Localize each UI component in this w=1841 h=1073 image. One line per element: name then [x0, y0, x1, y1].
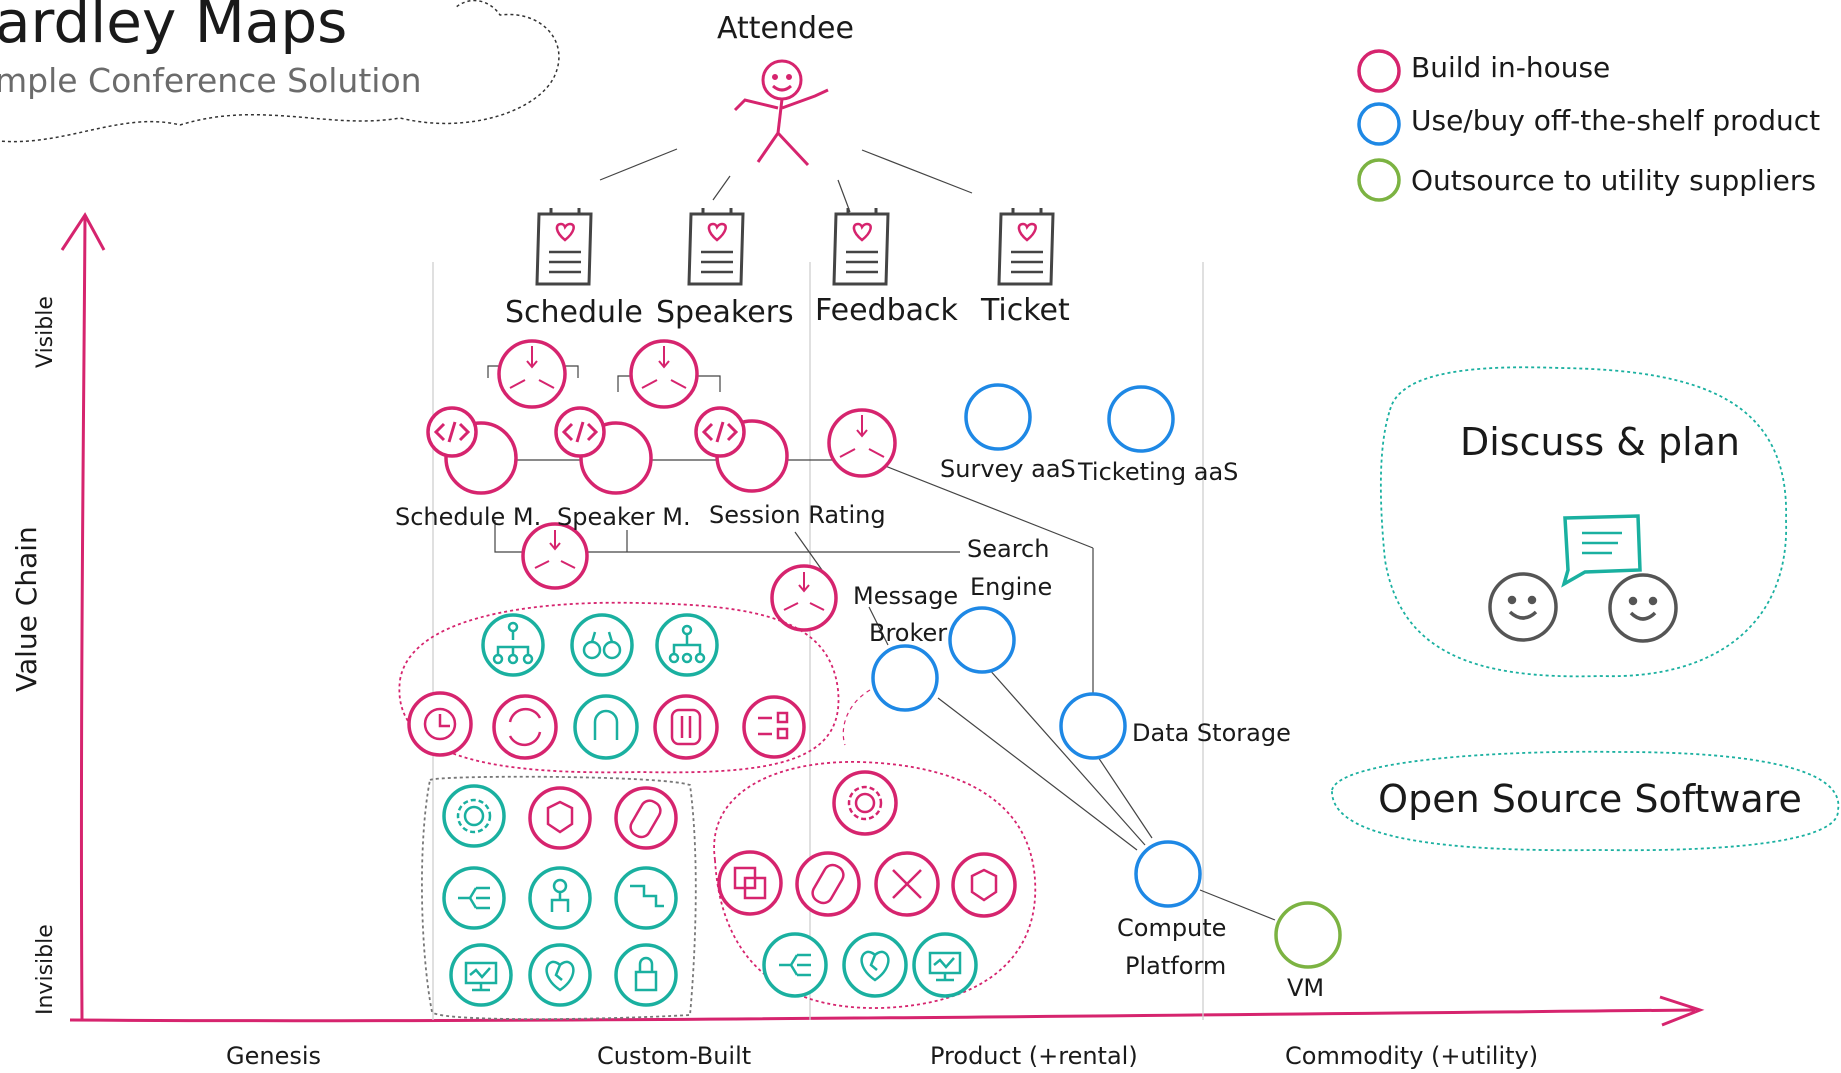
- smiley-icon-2: [1608, 573, 1678, 643]
- attendee-icon: [733, 59, 829, 167]
- product-icons: [717, 770, 1017, 998]
- gateway-node: [521, 522, 589, 590]
- broken-heart-icon-2: [842, 932, 908, 998]
- compute-platform-node: [1134, 840, 1202, 908]
- search-engine-label-1: Search: [967, 535, 1049, 563]
- x-axis: [69, 995, 1705, 1027]
- survey-aas-label: Survey aaS: [940, 455, 1076, 483]
- refresh-icon: [492, 694, 558, 760]
- message-broker-gateway-node: [770, 564, 838, 632]
- legend-outsource-label: Outsource to utility suppliers: [1411, 164, 1816, 197]
- gear-icon-2: [832, 770, 898, 836]
- schedule-m-label: Schedule M.: [395, 503, 541, 531]
- build-in-house-components: [426, 339, 897, 632]
- search-engine-node: [948, 606, 1016, 674]
- legend-build-swatch: [1357, 49, 1401, 93]
- x-stage-commodity: Commodity (+utility): [1285, 1042, 1538, 1070]
- speaker-api-node: [629, 339, 699, 409]
- data-storage-node: [1059, 692, 1127, 760]
- message-broker-node: [871, 644, 939, 712]
- search-engine-label-2: Engine: [970, 573, 1052, 601]
- custom-grey-glyphs: [456, 798, 664, 992]
- page-subtitle: mple Conference Solution: [0, 61, 422, 100]
- off-the-shelf-components: [871, 383, 1202, 908]
- need-feedback-label: Feedback: [815, 293, 958, 328]
- legend-build-label: Build in-house: [1411, 51, 1610, 84]
- dependency-lines: [487, 148, 1276, 921]
- speakers-doc-icon: [687, 208, 745, 286]
- survey-aas-node: [964, 383, 1032, 451]
- need-schedule-label: Schedule: [505, 295, 643, 330]
- vm-label: VM: [1287, 974, 1324, 1002]
- legend-buy-swatch: [1357, 102, 1401, 146]
- compute-platform-label-1: Compute: [1117, 914, 1226, 942]
- legend: Build in-house Use/buy off-the-shelf pro…: [1357, 49, 1820, 202]
- hexagons-icon-2: [951, 852, 1017, 918]
- code-icons: [433, 421, 739, 443]
- x-stage-genesis: Genesis: [226, 1042, 321, 1070]
- need-speakers-label: Speakers: [656, 295, 794, 330]
- oss-panel: Open Source Software: [1331, 750, 1840, 852]
- ticket-doc-icon: [997, 208, 1055, 286]
- discuss-plan-panel: Discuss & plan: [1379, 366, 1787, 678]
- api-gateway-arrows: [509, 346, 885, 611]
- title-cloud: ardley Maps mple Conference Solution: [0, 0, 560, 143]
- page-title: ardley Maps: [0, 0, 347, 56]
- custom-built-glyphs: [423, 621, 789, 747]
- flow-icon-2: [762, 932, 828, 998]
- y-axis: [60, 212, 106, 1021]
- y-axis-bottom-label: Invisible: [33, 924, 58, 1015]
- binoculars-icon: [570, 613, 634, 677]
- broken-heart-icon-1: [528, 943, 592, 1007]
- stairs-icon: [614, 866, 678, 930]
- discuss-plan-title: Discuss & plan: [1460, 420, 1740, 464]
- legend-buy-label: Use/buy off-the-shelf product: [1411, 104, 1820, 137]
- list-map-icon: [742, 695, 806, 759]
- data-storage-label: Data Storage: [1132, 719, 1291, 747]
- ticketing-aas-node: [1107, 385, 1175, 453]
- hexagons-icon-1: [528, 786, 592, 850]
- hierarchy-icon: [481, 613, 545, 677]
- horseshoe-icon: [573, 694, 639, 760]
- oss-title: Open Source Software: [1378, 777, 1802, 821]
- y-axis-top-label: Visible: [33, 296, 58, 368]
- custom-grey-icons: [442, 784, 678, 1007]
- x-stage-custom-built: Custom-Built: [597, 1042, 751, 1070]
- feedback-api-node: [827, 408, 897, 478]
- custom-built-icons: [407, 613, 806, 760]
- message-broker-label-1: Message: [853, 582, 958, 610]
- speaker-m-label: Speaker M.: [557, 503, 691, 531]
- lock-icon: [614, 943, 678, 1007]
- vm-node: [1274, 901, 1342, 969]
- schedule-api-node: [497, 339, 567, 409]
- flow-icon-1: [442, 866, 506, 930]
- schedule-doc-icon: [535, 208, 593, 286]
- need-documents: [535, 208, 1055, 286]
- legend-outsource-swatch: [1357, 158, 1401, 202]
- custom-grey-group: [421, 775, 697, 1021]
- attendee-label: Attendee: [717, 11, 854, 46]
- x-stage-product: Product (+rental): [930, 1042, 1138, 1070]
- smiley-icon-1: [1488, 572, 1558, 642]
- custom-built-group: [398, 601, 840, 774]
- bandage-icon-2: [795, 851, 861, 917]
- feedback-doc-icon: [832, 208, 890, 286]
- gear-icon-1: [442, 784, 506, 848]
- ticketing-aas-label: Ticketing aaS: [1077, 458, 1238, 486]
- session-rating-label: Session Rating: [709, 501, 886, 529]
- squares-icon: [717, 850, 783, 916]
- pause-icon: [653, 694, 719, 760]
- compute-platform-label-2: Platform: [1125, 952, 1226, 980]
- chat-bubble-icon: [1561, 514, 1642, 588]
- y-axis-label: Value Chain: [10, 526, 43, 692]
- message-broker-label-2: Broker: [869, 619, 947, 647]
- product-glyphs: [733, 785, 998, 982]
- need-ticket-label: Ticket: [980, 293, 1070, 328]
- bandage-icon-1: [614, 786, 678, 850]
